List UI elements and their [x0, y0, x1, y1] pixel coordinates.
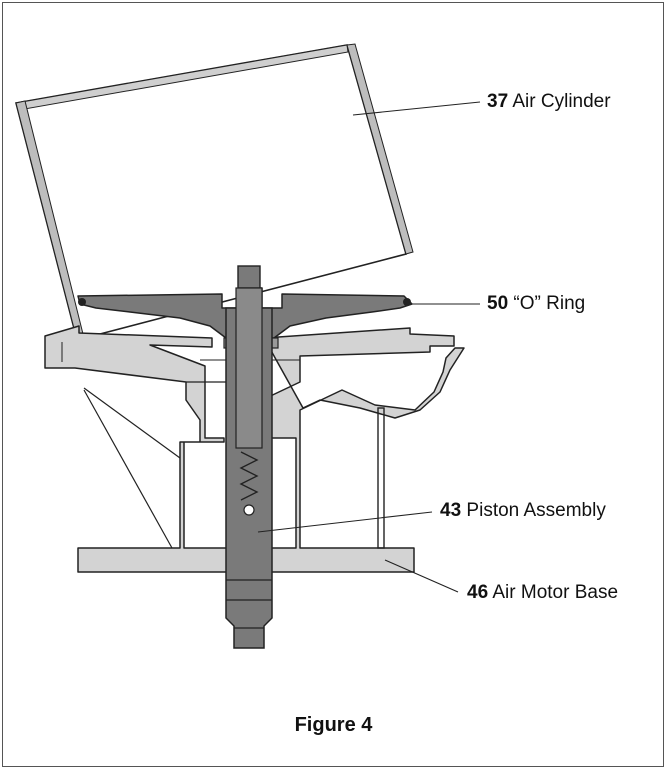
figure-caption: Figure 4: [294, 714, 373, 736]
callout-piston-assembly: 43 Piston Assembly: [440, 500, 606, 521]
callout-air-motor-base: 46 Air Motor Base: [467, 582, 619, 603]
air-cylinder: [15, 43, 414, 341]
air-motor-base: [44, 325, 465, 573]
callout-o-ring: 50 “O” Ring: [487, 293, 586, 314]
piston-rod: [223, 265, 279, 649]
leader-lines: [257, 101, 481, 593]
callout-air-cylinder: 37 Air Cylinder: [487, 91, 611, 112]
